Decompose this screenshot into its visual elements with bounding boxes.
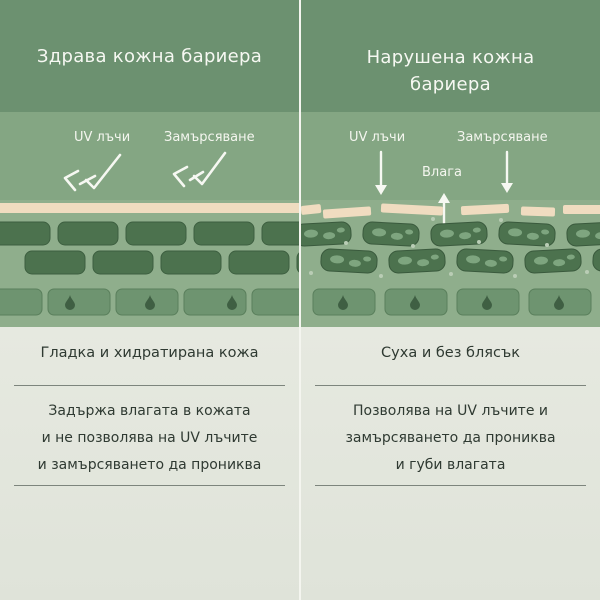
skin-cell <box>125 221 187 246</box>
uv-rays-label: UV лъчи <box>74 130 131 145</box>
barrier-fragment <box>301 204 322 215</box>
damaged-skin-cell <box>301 221 352 247</box>
skin-surface-band <box>301 112 600 200</box>
skin-cell <box>47 288 111 316</box>
description-line: Задържа влагата в кожата <box>48 403 251 419</box>
panel-title: Здрава кожна бариера <box>36 46 263 67</box>
skin-cell <box>261 221 299 246</box>
water-drop-icon <box>65 295 75 310</box>
divider-line <box>315 485 586 486</box>
barrier-fragment <box>520 206 556 217</box>
panel-divider <box>299 0 301 600</box>
text-band <box>301 327 600 600</box>
skin-cell <box>0 288 43 316</box>
water-drop-icon <box>338 295 348 310</box>
debris-dot <box>411 244 415 248</box>
divider-line <box>14 385 285 386</box>
damaged-barrier-diagram <box>301 150 600 316</box>
pollution-label: Замърсяване <box>164 130 255 145</box>
barrier-fragment <box>322 206 372 219</box>
damaged-skin-cell <box>430 221 488 247</box>
skin-cell <box>193 221 255 246</box>
uv-rays-label: UV лъчи <box>349 130 406 145</box>
skin-cell <box>24 250 86 275</box>
debris-dot <box>585 270 589 274</box>
barrier-fragment <box>460 203 510 216</box>
description-line: и замърсяването да прониква <box>37 457 262 473</box>
skin-cell <box>183 288 247 316</box>
skin-cell <box>160 250 222 275</box>
barrier-strip <box>0 203 299 213</box>
panel-title: Нарушена кожна бариера <box>366 47 535 95</box>
debris-dot <box>545 243 549 247</box>
damaged-skin-cell <box>498 221 556 247</box>
debris-dot <box>477 240 481 244</box>
damaged-skin-cell <box>388 248 446 274</box>
water-drop-icon <box>554 295 564 310</box>
divider-line <box>14 485 285 486</box>
barrier-fragment <box>380 203 444 216</box>
skin-cell <box>251 288 299 316</box>
panel-description: Позволява на UV лъчите и замърсяването д… <box>301 398 600 479</box>
text-band <box>0 327 299 600</box>
divider-line <box>315 385 586 386</box>
moisture-label: Влага <box>422 165 462 180</box>
description-line: и не позволява на UV лъчите <box>41 430 258 446</box>
water-drop-icon <box>227 295 237 310</box>
arrow-down-icon <box>501 150 513 193</box>
debris-dot <box>379 274 383 278</box>
healthy-barrier-panel: Здрава кожна бариера UV лъчи Замърсяване… <box>0 0 299 600</box>
damaged-skin-cell <box>524 248 582 274</box>
water-drop-icon <box>145 295 155 310</box>
title-band <box>301 0 600 112</box>
description-line: замърсяването да прониква <box>345 430 556 446</box>
pollution-label: Замърсяване <box>457 130 548 145</box>
skin-cell <box>228 250 290 275</box>
panel-description: Задържа влагата в кожата и не позволява … <box>0 398 299 479</box>
damaged-skin-cell <box>566 221 600 247</box>
skin-surface-band <box>0 112 299 200</box>
healthy-barrier-diagram <box>0 151 299 316</box>
checkmark-arrow-icon <box>172 151 227 188</box>
skin-cell <box>57 221 119 246</box>
damaged-skin-cell <box>592 248 600 274</box>
damaged-skin-cell <box>320 248 378 274</box>
debris-dot <box>499 218 503 222</box>
panel-subtitle: Суха и без блясък <box>381 345 520 361</box>
title-band <box>0 0 299 112</box>
skin-cell <box>0 221 51 246</box>
debris-dot <box>431 217 435 221</box>
damaged-barrier-panel: Нарушена кожна бариера UV лъчи Влага Зам… <box>301 0 600 600</box>
description-line: Позволява на UV лъчите и <box>353 403 548 419</box>
barrier-fragment <box>563 205 600 214</box>
skin-cell <box>296 252 299 273</box>
checkmark-arrow-icon <box>63 153 122 192</box>
debris-dot <box>449 272 453 276</box>
damaged-skin-cell <box>362 221 420 247</box>
water-drop-icon <box>410 295 420 310</box>
description-line: и губи влагата <box>395 457 506 473</box>
debris-dot <box>513 274 517 278</box>
damaged-skin-cell <box>456 248 514 274</box>
debris-dot <box>344 241 348 245</box>
debris-dot <box>309 271 313 275</box>
arrow-down-icon <box>375 150 387 195</box>
water-drop-icon <box>482 295 492 310</box>
panel-subtitle: Гладка и хидратирана кожа <box>40 345 259 361</box>
skin-cell <box>92 250 154 275</box>
